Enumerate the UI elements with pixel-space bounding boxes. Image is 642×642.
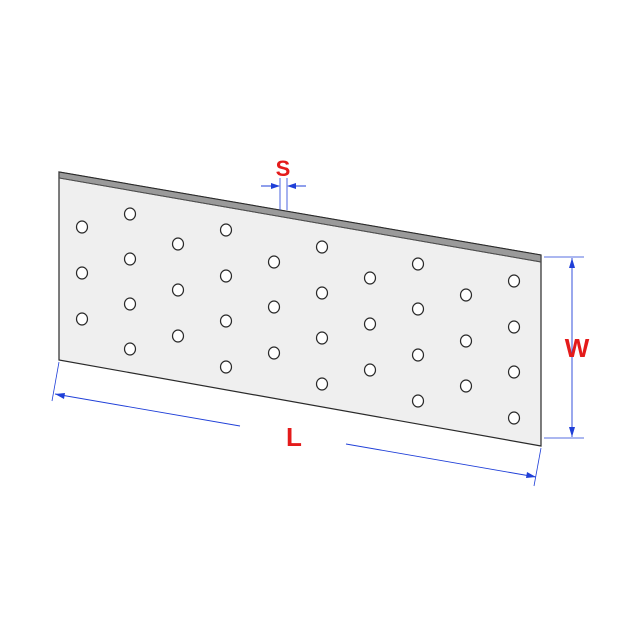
plate-hole [411,302,425,316]
plate-hole [75,312,89,326]
thickness-label: S [276,156,291,181]
plate-hole [315,331,329,345]
thickness-dimension [261,178,306,210]
plate-hole [459,334,473,348]
plate-hole [363,271,377,285]
width-label: W [565,333,590,363]
length-label: L [286,422,302,452]
plate-hole [363,317,377,331]
plate-hole [267,255,281,269]
plate-hole [315,377,329,391]
length-dim-line-right [345,443,537,478]
plate-hole [507,274,521,288]
plate-top-edge-line [58,177,542,263]
plate-hole [411,348,425,362]
plate-hole [171,329,185,343]
plate-hole [123,252,137,266]
plate-hole [219,223,233,237]
thickness-arrowhead-left [271,183,280,189]
plate-hole [75,266,89,280]
hole-grid [75,207,521,425]
plate-hole [219,269,233,283]
plate-hole [267,346,281,360]
length-arrowhead-right [526,472,536,478]
plate-hole [315,286,329,300]
plate-hole [507,365,521,379]
length-dim-line-left [54,393,241,427]
thickness-arrowhead-right [287,183,296,189]
plate-hole [507,320,521,334]
length-arrowhead-left [55,393,65,399]
plate-hole [75,220,89,234]
plate-hole [123,297,137,311]
plate-hole [171,283,185,297]
plate-hole [411,394,425,408]
width-arrowhead-top [569,258,575,268]
plate-hole [267,300,281,314]
length-ext-right [533,447,542,487]
plate-hole [219,314,233,328]
plate-hole [459,379,473,393]
plate-hole [123,207,137,221]
length-ext-left [51,361,60,402]
plate-hole [171,237,185,251]
plate-hole [315,240,329,254]
plate-hole [363,363,377,377]
length-dimension [51,361,542,487]
width-dimension [544,256,584,439]
plate-hole [459,288,473,302]
plate-hole [411,257,425,271]
plate-hole [219,360,233,374]
plate-hole [507,411,521,425]
width-arrowhead-bottom [569,427,575,437]
plate-hole [123,342,137,356]
